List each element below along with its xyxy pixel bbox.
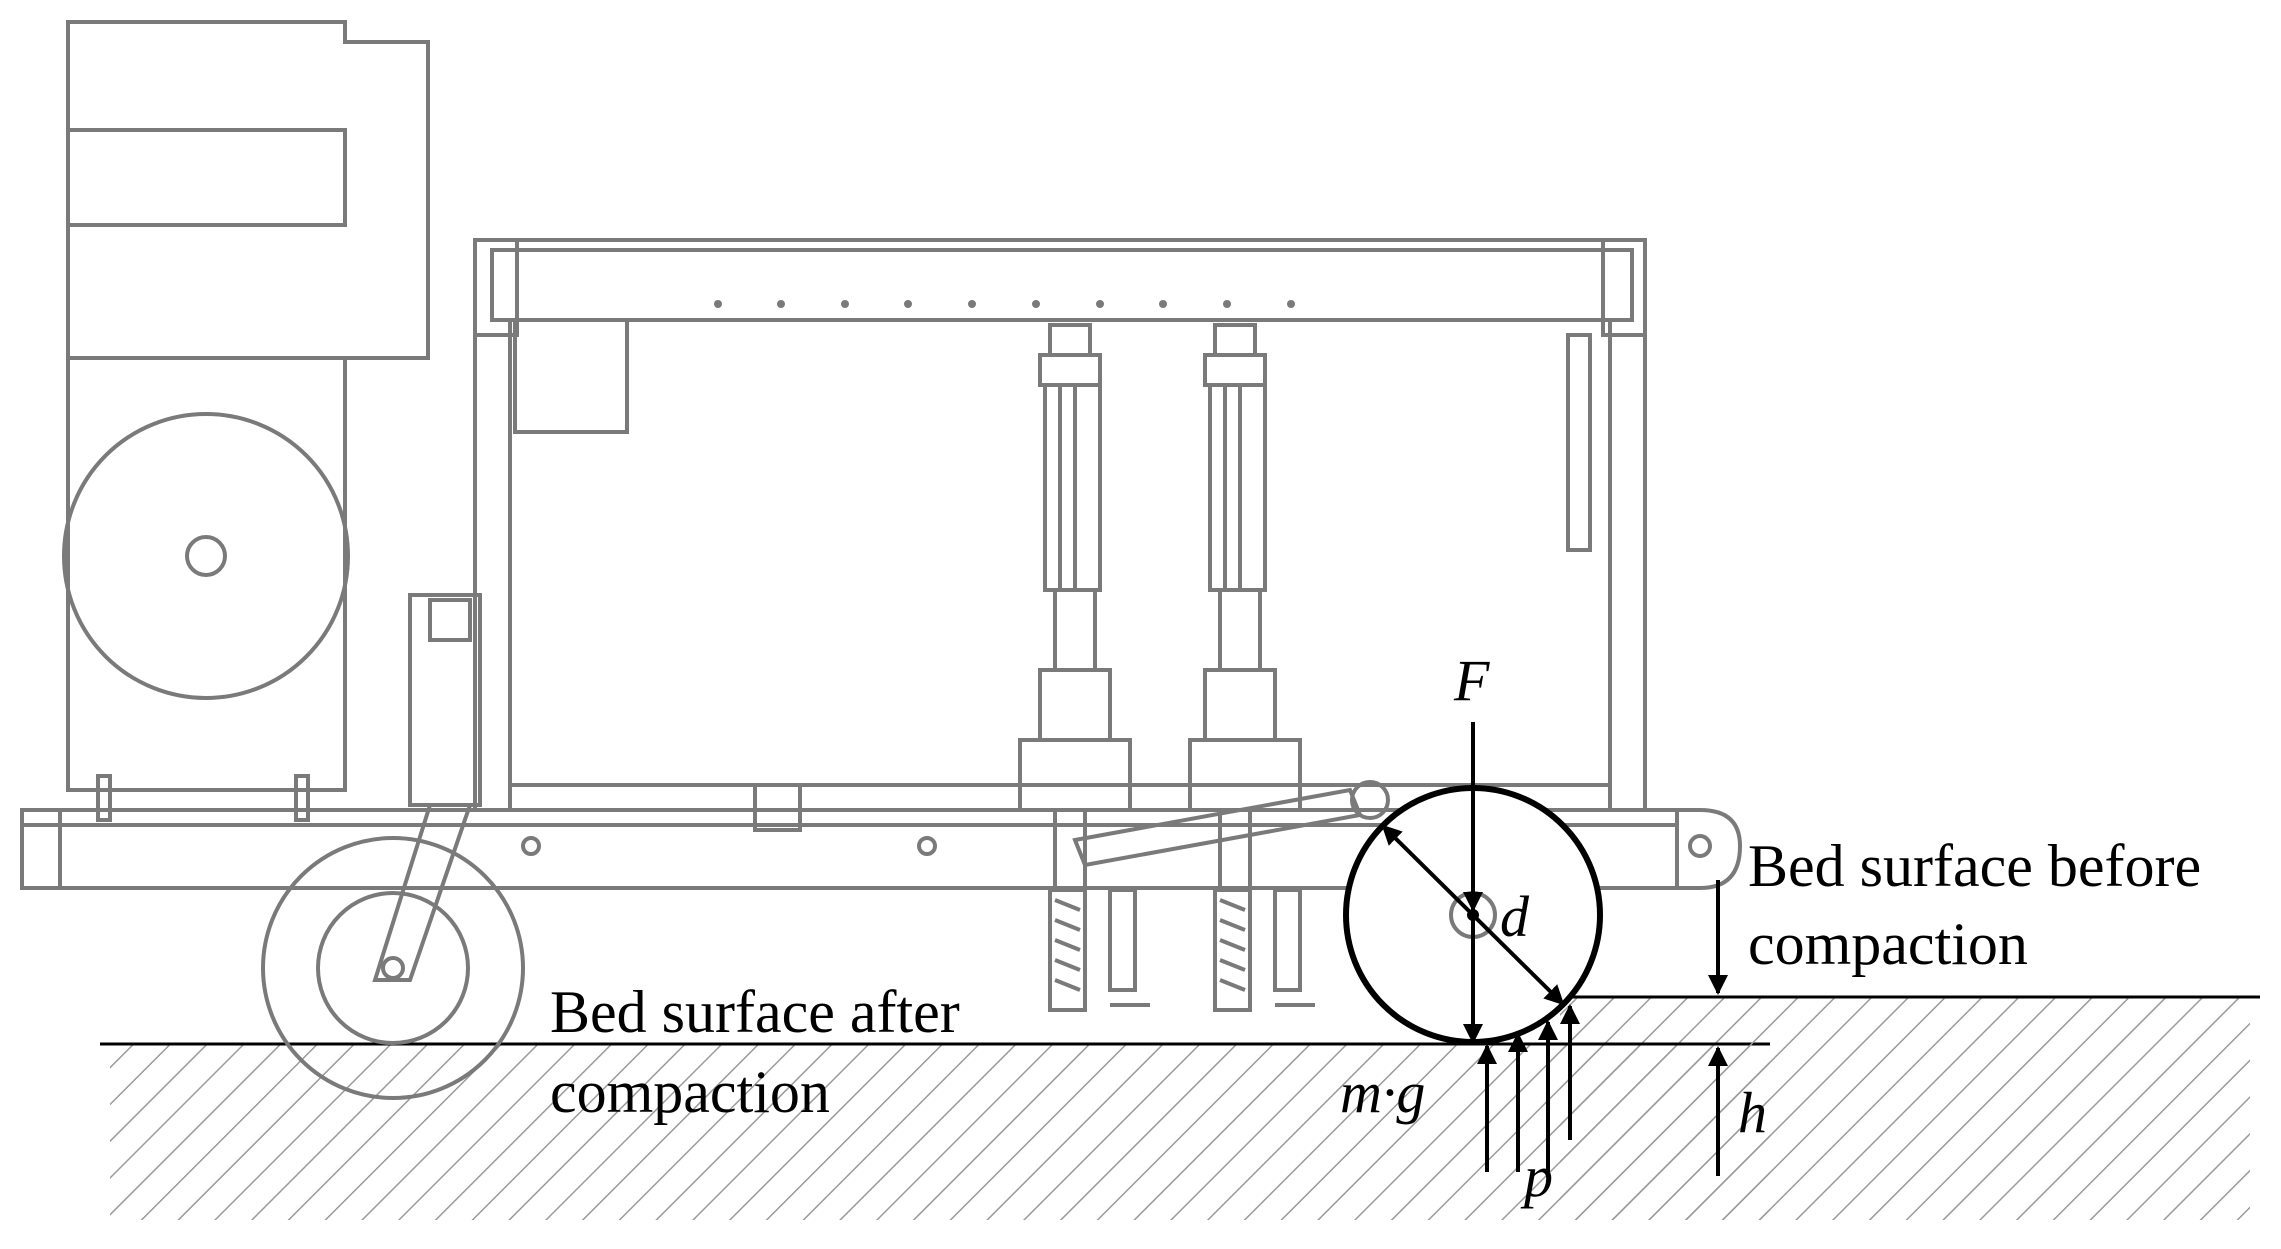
force-label: F bbox=[1454, 648, 1490, 713]
castor-wheel bbox=[261, 593, 525, 1100]
actuator-right bbox=[1188, 323, 1315, 1012]
roller-arm bbox=[1072, 787, 1363, 868]
bed-before-label-line1: Bed surface before bbox=[1748, 833, 2202, 899]
bed-after-label-line1: Bed surface after bbox=[550, 979, 960, 1045]
diameter-arrow bbox=[1381, 824, 1565, 1006]
pressure-arrows bbox=[1477, 1004, 1580, 1172]
sinkage-label: h bbox=[1738, 1080, 1767, 1145]
engine-housing bbox=[66, 20, 430, 792]
control-box bbox=[513, 318, 629, 434]
bed-before-label-line2: compaction bbox=[1748, 911, 2028, 977]
engine-panel bbox=[66, 128, 347, 227]
soil-uncompacted bbox=[1560, 995, 2260, 1220]
soil-compacted bbox=[100, 1042, 1770, 1220]
engine-wheel-icon bbox=[62, 412, 350, 700]
pressure-label: p bbox=[1524, 1144, 1553, 1209]
actuator-left bbox=[1018, 323, 1150, 1012]
machine-drawing bbox=[20, 20, 1743, 1100]
weight-label: m·g bbox=[1340, 1060, 1426, 1125]
diameter-label: d bbox=[1500, 884, 1529, 949]
bed-after-label-line2: compaction bbox=[550, 1059, 830, 1125]
